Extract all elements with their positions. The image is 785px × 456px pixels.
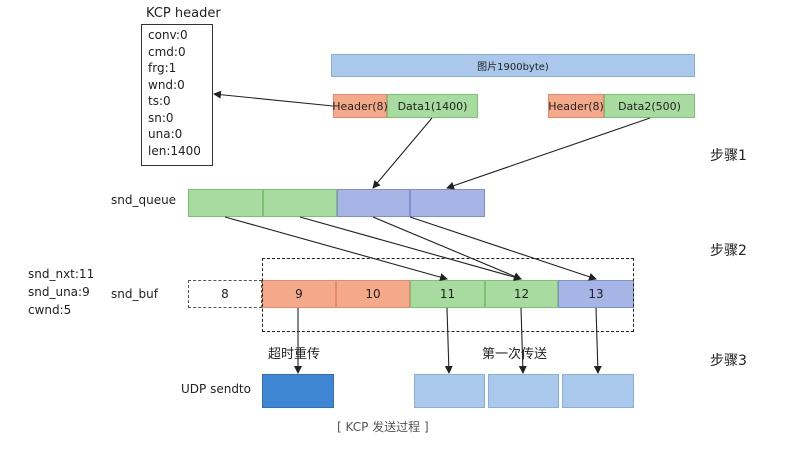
diagram-caption: [ KCP 发送过程 ] [337,420,429,434]
segment1-data: Data1(1400) [387,94,478,118]
arrow-header-to-kcp [213,90,334,107]
step3-label: 步骤3 [710,353,747,369]
step2-label: 步骤2 [710,243,747,259]
snd-queue-cell-3 [337,189,410,217]
arrow-data1-to-queue [372,117,433,189]
udp-packet-13 [562,374,634,408]
segment1-header: Header(8) [332,94,388,118]
snd-buf-cell-13: 13 [558,280,634,308]
header-field-cmd: cmd:0 [148,44,186,59]
step1-label: 步骤1 [710,148,747,164]
snd-una-value: snd_una:9 [28,285,90,299]
snd-queue-label: snd_queue [111,193,177,207]
snd-queue-cell-4 [410,189,485,217]
arrow-queue1-to-buf11 [224,216,448,281]
snd-buf-cell-8: 8 [188,280,262,308]
snd-buf-cell-10: 10 [336,280,410,308]
image-data-bar: 图片1900byte) [331,54,695,77]
udp-packet-11 [414,374,485,408]
udp-sendto-label: UDP sendto [181,382,251,396]
arrow-buf13-to-udp [593,307,602,374]
segment2-data: Data2(500) [604,94,695,118]
snd-queue-cell-2 [263,189,337,217]
header-field-conv: conv:0 [148,28,188,42]
snd-buf-label: snd_buf [111,287,158,301]
segment2-header: Header(8) [548,94,604,118]
udp-packet-12 [488,374,559,408]
snd-buf-cell-12: 12 [485,280,558,308]
header-field-sn: sn:0 [148,110,174,125]
snd-buf-cell-11: 11 [410,280,485,308]
first-send-label: 第一次传送 [482,347,548,362]
retransmit-label: 超时重传 [268,347,321,362]
kcp-header-fields: conv:0 cmd:0 frg:1 wnd:0 ts:0 sn:0 una:0… [141,24,213,166]
header-field-frg: frg:1 [148,61,177,75]
header-field-len: len:1400 [148,143,201,158]
arrow-queue2-to-buf12 [299,216,522,281]
arrow-queue3-to-buf12b [372,216,522,280]
arrow-buf12-to-udp [518,307,527,374]
cwnd-value: cwnd:5 [28,303,72,317]
header-field-una: una:0 [148,127,183,141]
snd-nxt-value: snd_nxt:11 [28,267,95,281]
snd-queue-cell-1 [188,189,263,217]
arrow-queue4-to-buf13 [409,216,597,281]
snd-buf-cell-9: 9 [262,280,336,308]
header-field-ts: ts:0 [148,94,171,108]
udp-packet-retransmit [262,374,334,408]
header-field-wnd: wnd:0 [148,77,185,92]
image-data-label: 图片1900byte) [477,62,549,73]
kcp-header-title: KCP header [146,6,221,21]
arrow-data2-to-queue [446,117,651,190]
arrow-buf11-to-udp [444,307,453,374]
